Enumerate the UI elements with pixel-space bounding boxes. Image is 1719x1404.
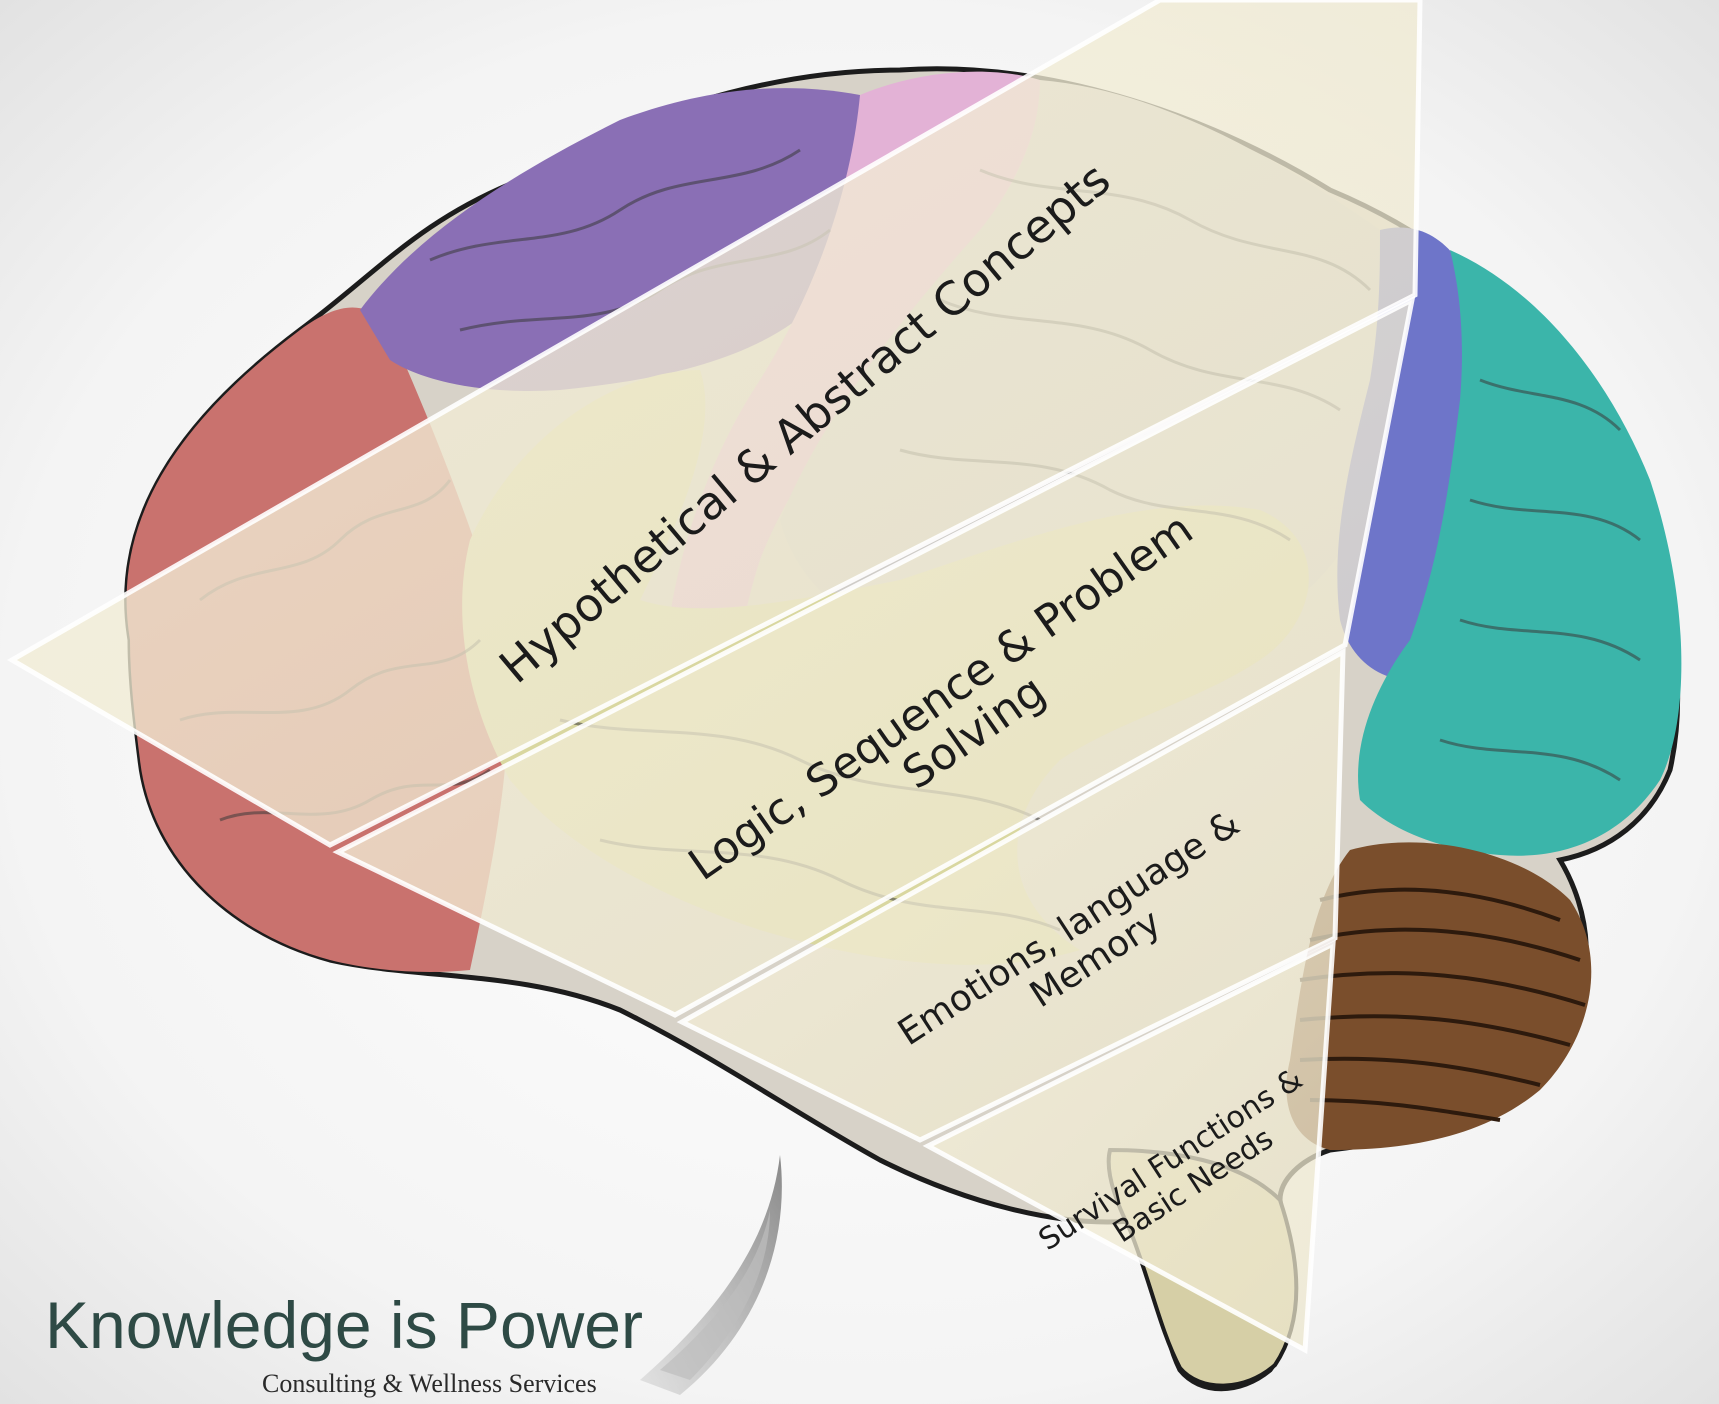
company-logo: Knowledge is Power Consulting & Wellness… [45,1155,782,1398]
logo-swoosh-icon [640,1155,782,1395]
logo-subtitle: Consulting & Wellness Services [262,1369,597,1398]
logo-title: Knowledge is Power [45,1288,643,1362]
